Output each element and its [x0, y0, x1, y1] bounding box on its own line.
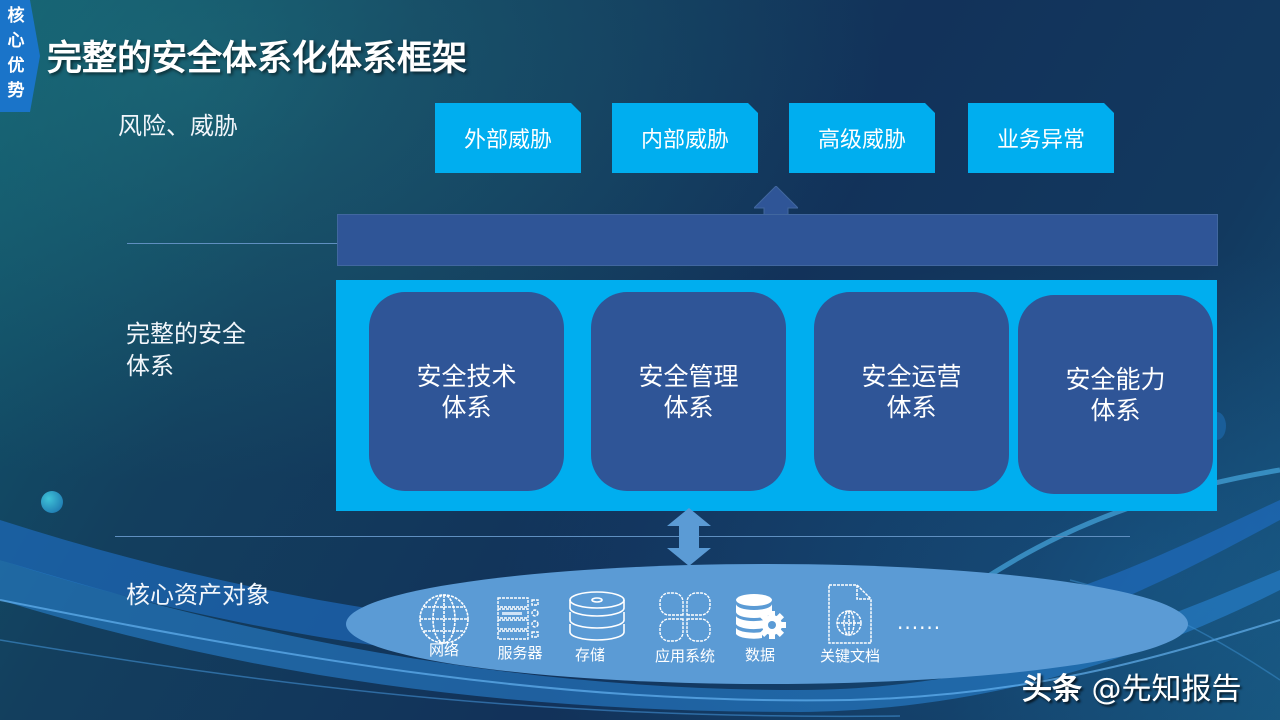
- threat-label: 高级威胁: [817, 128, 906, 153]
- system-card-line2: 体系: [663, 392, 714, 422]
- watermark-handle: @先知报告: [1091, 672, 1242, 707]
- system-card-capability: 安全能力体系: [1018, 295, 1213, 494]
- system-card-line2: 体系: [441, 392, 492, 422]
- section-tag: 核 心 优 势: [0, 0, 40, 112]
- threat-box-internal: 内部威胁: [612, 103, 758, 173]
- section-tag-char: 核: [7, 6, 25, 26]
- asset-app-system: 应用系统: [650, 591, 720, 665]
- system-card-line1: 安全运营: [861, 361, 962, 391]
- section-tag-char: 心: [7, 31, 25, 51]
- up-arrow-icon: [754, 186, 798, 216]
- asset-label: 应用系统: [654, 647, 715, 665]
- system-card-line2: 体系: [886, 392, 937, 422]
- asset-label: 存储: [574, 646, 605, 664]
- system-card-operations: 安全运营体系: [814, 292, 1009, 491]
- defense-bar: [337, 214, 1218, 266]
- watermark: 头条 @先知报告: [1022, 664, 1242, 708]
- asset-label: 网络: [428, 641, 459, 659]
- document-globe-icon: [828, 584, 872, 644]
- globe-icon: [419, 594, 469, 644]
- threat-label: 业务异常: [996, 128, 1085, 153]
- asset-data: 数据: [733, 592, 787, 664]
- system-card-technology: 安全技术体系: [369, 292, 564, 491]
- asset-key-document: 关键文档: [812, 583, 888, 665]
- asset-storage: 存储: [566, 590, 628, 664]
- system-card-management: 安全管理体系: [591, 292, 786, 491]
- decorative-orb: [41, 491, 63, 513]
- threat-label: 外部威胁: [463, 128, 552, 153]
- row-label-risk: 风险、威胁: [118, 112, 238, 140]
- row-label-system: 完整的安全 体系: [126, 318, 246, 382]
- more-assets-ellipsis: ......: [897, 610, 942, 634]
- bidirectional-arrow-icon: [667, 508, 711, 566]
- system-card-line1: 安全能力: [1065, 364, 1166, 394]
- asset-label: 数据: [744, 646, 775, 664]
- system-card-line2: 体系: [1090, 395, 1141, 425]
- divider-line: [127, 243, 337, 244]
- security-system-frame: 安全技术体系 安全管理体系 安全运营体系 安全能力体系: [336, 280, 1217, 511]
- app-grid-icon: [659, 592, 711, 642]
- threat-box-external: 外部威胁: [435, 103, 581, 173]
- system-card-line1: 安全管理: [638, 361, 739, 391]
- asset-label: 服务器: [497, 644, 543, 662]
- page-title: 完整的安全体系化体系框架: [47, 39, 468, 79]
- asset-server: 服务器: [494, 596, 546, 662]
- database-gear-icon: [736, 594, 786, 639]
- system-card-line1: 安全技术: [416, 361, 517, 391]
- row-label-assets: 核心资产对象: [126, 581, 270, 609]
- threat-box-advanced: 高级威胁: [789, 103, 935, 173]
- asset-label: 关键文档: [819, 647, 880, 665]
- server-icon: [497, 597, 539, 640]
- asset-network: 网络: [416, 593, 472, 659]
- divider-line: [115, 536, 1130, 537]
- storage-disk-icon: [569, 591, 625, 641]
- threat-label: 内部威胁: [640, 128, 729, 153]
- section-tag-char: 优: [7, 56, 25, 76]
- section-tag-char: 势: [7, 81, 25, 101]
- row-label-system-line2: 体系: [126, 352, 174, 380]
- threat-box-business-anomaly: 业务异常: [968, 103, 1114, 173]
- watermark-brand: 头条: [1022, 672, 1082, 707]
- row-label-system-line1: 完整的安全: [126, 320, 246, 348]
